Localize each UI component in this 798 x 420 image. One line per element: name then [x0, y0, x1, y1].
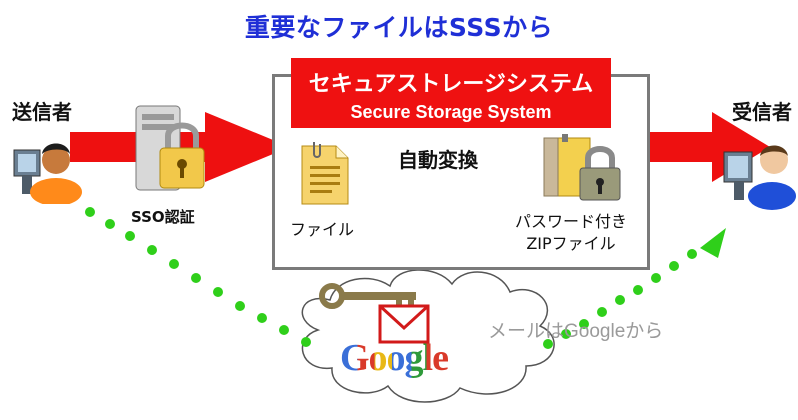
- document-file-icon: [301, 142, 349, 205]
- auto-convert-label: 自動変換: [398, 148, 478, 172]
- mail-via-google-note: メールはGoogleから: [488, 321, 664, 342]
- sso-server-lock-icon: [135, 105, 205, 191]
- key-mail-icon: [319, 283, 430, 344]
- sender-label: 送信者: [12, 100, 72, 124]
- sender-person-icon: [13, 143, 82, 204]
- zip-label-line1: パスワード付き: [514, 212, 627, 231]
- mail-dotted-path: [85, 207, 726, 349]
- page-headline: 重要なファイルはSSSから: [244, 13, 554, 42]
- zip-lock-icon: [543, 134, 621, 201]
- google-logo-text: Google: [340, 337, 449, 379]
- receiver-label: 受信者: [732, 100, 792, 124]
- file-label: ファイル: [290, 220, 355, 239]
- zip-label-line2: ZIPファイル: [526, 234, 616, 253]
- system-title-en: Secure Storage System: [350, 102, 552, 122]
- google-logo: Google: [340, 336, 449, 380]
- receiver-person-icon: [723, 145, 796, 210]
- sso-auth-label: SSO認証: [131, 208, 195, 226]
- system-title-banner: セキュアストレージシステム Secure Storage System: [291, 58, 611, 128]
- system-title-jp: セキュアストレージシステム: [308, 72, 594, 97]
